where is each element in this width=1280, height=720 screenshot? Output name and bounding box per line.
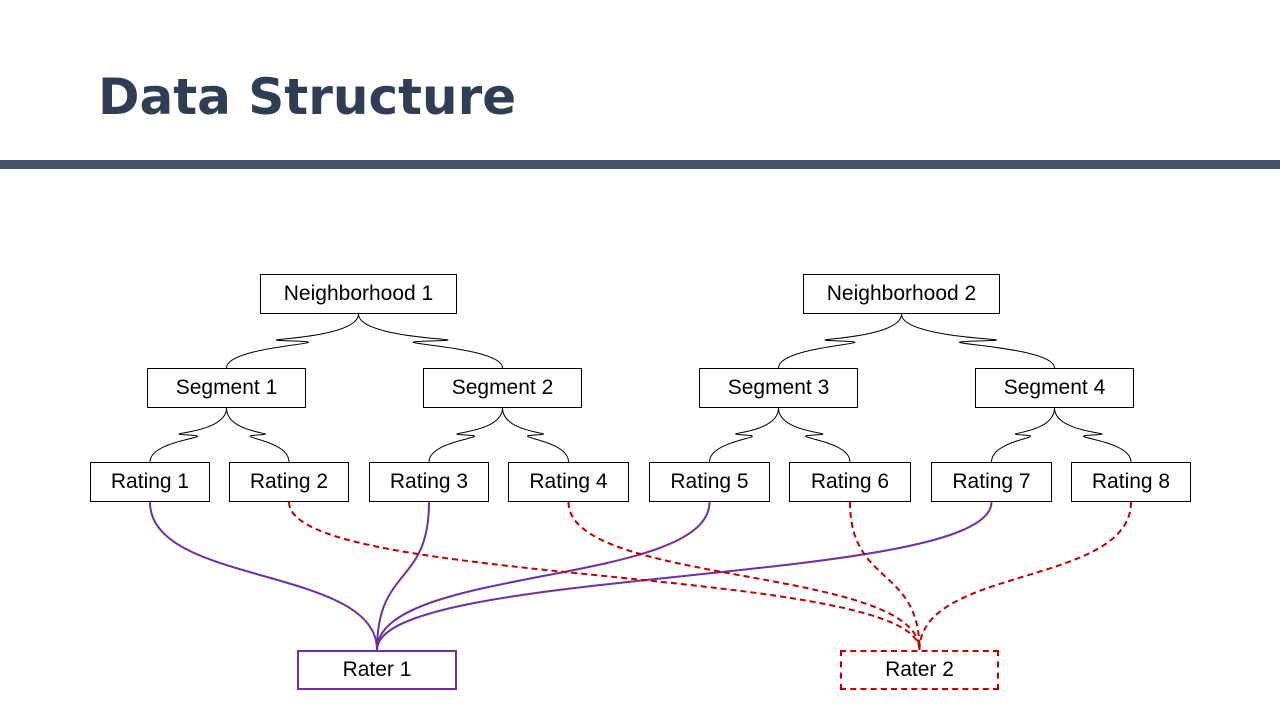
rating-3-to-rater-1-line: [376, 501, 430, 651]
segment-3-to-rating-6-line: [778, 407, 851, 463]
rating-6-box: Rating 6: [789, 462, 911, 502]
segment-4-to-rating-8-line: [1054, 407, 1132, 463]
neighborhood-1-box: Neighborhood 1: [260, 274, 457, 314]
neighborhood-2-to-segment-3-line: [778, 313, 902, 369]
rater-2-connector-lines: [288, 501, 1132, 651]
neighborhood-2-to-segment-4-line: [901, 313, 1055, 369]
slide-title: Data Structure: [98, 68, 517, 126]
segment-2-to-rating-4-line: [502, 407, 569, 463]
rating-3-box: Rating 3: [369, 462, 489, 502]
rating-2-to-rater-2-line: [288, 501, 921, 651]
neighborhood-1-to-segment-2-line: [358, 313, 503, 369]
segment-2-to-rating-3-line: [428, 407, 503, 463]
segment-1-box: Segment 1: [147, 368, 306, 408]
title-divider: [0, 160, 1280, 169]
rating-6-to-rater-2-line: [849, 501, 921, 651]
segment-3-to-rating-5-line: [709, 407, 779, 463]
rating-8-to-rater-2-line: [918, 501, 1132, 651]
tree-connector-lines: [149, 313, 1132, 463]
segment-1-to-rating-1-line: [149, 407, 227, 463]
segment-4-to-rating-7-line: [991, 407, 1055, 463]
rating-1-box: Rating 1: [90, 462, 210, 502]
rating-4-box: Rating 4: [508, 462, 629, 502]
rating-5-to-rater-1-line: [376, 501, 711, 651]
rater-2-box: Rater 2: [840, 650, 999, 690]
neighborhood-1-to-segment-1-line: [226, 313, 359, 369]
rater-1-box: Rater 1: [297, 650, 457, 690]
segment-3-box: Segment 3: [699, 368, 858, 408]
segment-2-box: Segment 2: [423, 368, 582, 408]
rater-1-connector-lines: [149, 501, 993, 651]
rating-7-to-rater-1-line: [376, 501, 993, 651]
neighborhood-2-box: Neighborhood 2: [803, 274, 1000, 314]
segment-1-to-rating-2-line: [226, 407, 290, 463]
rating-7-box: Rating 7: [931, 462, 1052, 502]
rating-5-box: Rating 5: [649, 462, 770, 502]
segment-4-box: Segment 4: [975, 368, 1134, 408]
rating-2-box: Rating 2: [229, 462, 349, 502]
rating-1-to-rater-1-line: [149, 501, 378, 651]
rating-8-box: Rating 8: [1071, 462, 1191, 502]
rating-4-to-rater-2-line: [567, 501, 921, 651]
